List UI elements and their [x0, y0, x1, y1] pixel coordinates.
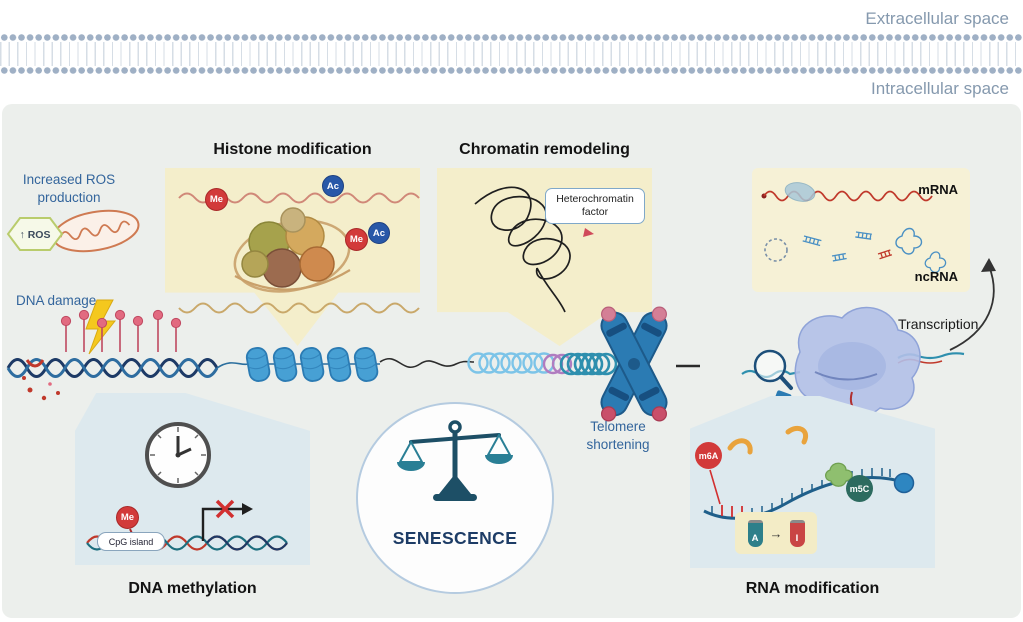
histone-modification-title: Histone modification — [213, 141, 372, 158]
dna-damage-debris-icon — [22, 376, 60, 401]
methyl-mark-badge: Me — [116, 506, 139, 529]
histone-modification-panel: Me Ac Me Ac — [165, 168, 420, 346]
chromatin-remodeling-title: Chromatin remodeling — [459, 141, 630, 158]
mirna-hairpin-icon — [877, 249, 893, 260]
ros-hexagon-icon: ↑ ROS — [6, 217, 64, 251]
clock-icon — [145, 422, 211, 488]
blocked-x-icon — [215, 499, 235, 519]
telomere-shortening-label: Telomere shortening — [586, 419, 650, 452]
dna-helix-icon — [6, 358, 219, 378]
chromatin-coil-icon — [467, 352, 555, 374]
m6a-badge: m6A — [695, 442, 722, 469]
mirna-hairpin-icon — [831, 252, 847, 262]
intracellular-space-label: Intracellular space — [871, 79, 1009, 98]
membrane-bilayer-icon — [0, 42, 1023, 66]
dna-methylation-title: DNA methylation — [128, 580, 257, 597]
heterochromatin-factor-box: Heterochromatin factor — [545, 188, 645, 224]
increased-ros-label: Increased ROS production — [22, 172, 116, 205]
rna-binding-protein-icon — [784, 182, 816, 202]
protein-blob-icon — [824, 462, 853, 487]
rna-species-illustration — [761, 182, 947, 274]
trna-cloverleaf-icon — [895, 227, 923, 255]
mirna-hairpin-icon — [802, 235, 822, 247]
dna-damage-label: DNA damage — [16, 293, 97, 308]
methyl-mark-badge: Me — [205, 188, 228, 211]
ncrna-label: ncRNA — [914, 269, 958, 284]
acetyl-mark-badge: Ac — [322, 175, 344, 197]
senescence-circle: SENESCENCE — [356, 402, 554, 594]
magnifier-icon — [753, 349, 793, 390]
mitochondria-icon — [52, 209, 140, 253]
transcription-label: Transcription — [898, 316, 979, 332]
senescence-label: SENESCENCE — [392, 528, 518, 548]
acetyl-mark-badge: Ac — [368, 222, 390, 244]
cell-membrane — [0, 33, 1023, 75]
chromosome-icon — [600, 306, 668, 422]
dna-compaction-strand — [6, 299, 700, 422]
methyl-pin-icon — [65, 318, 177, 352]
test-tube-icon: I — [789, 519, 805, 547]
chromatin-tangle-icon — [474, 186, 594, 313]
nucleosome-fiber-icon — [245, 347, 379, 382]
mrna-label: mRNA — [918, 182, 958, 197]
promoter-arrow — [201, 507, 243, 541]
protein-blob-icon — [727, 438, 753, 455]
rna-modification-title: RNA modification — [745, 580, 880, 597]
rna-output-panel: mRNA ncRNA — [752, 168, 970, 292]
extracellular-space-label: Extracellular space — [865, 9, 1009, 28]
conversion-arrow: → — [769, 525, 783, 541]
telomere-tip-icon — [600, 306, 668, 422]
transcription-arrow — [949, 265, 995, 351]
rna-modification-panel: m6A m5C A → I — [690, 396, 935, 568]
ros-badge-label: ↑ ROS — [20, 229, 51, 241]
cpg-island-box: CpG island — [97, 532, 165, 551]
mirna-hairpin-icon — [855, 231, 872, 240]
circular-rna-icon — [764, 238, 788, 262]
m5c-badge: m5C — [846, 475, 873, 502]
test-tube-icon: A — [747, 519, 763, 547]
trna-cloverleaf-icon — [924, 251, 947, 274]
dna-methylation-panel: Me CpG island — [75, 393, 310, 565]
methyl-mark-badge: Me — [345, 228, 368, 251]
balance-scale-icon — [397, 420, 513, 501]
a-to-i-editing-box: A → I — [735, 512, 817, 554]
protein-blob-icon — [785, 425, 808, 445]
nucleosome-illustration — [178, 192, 420, 314]
